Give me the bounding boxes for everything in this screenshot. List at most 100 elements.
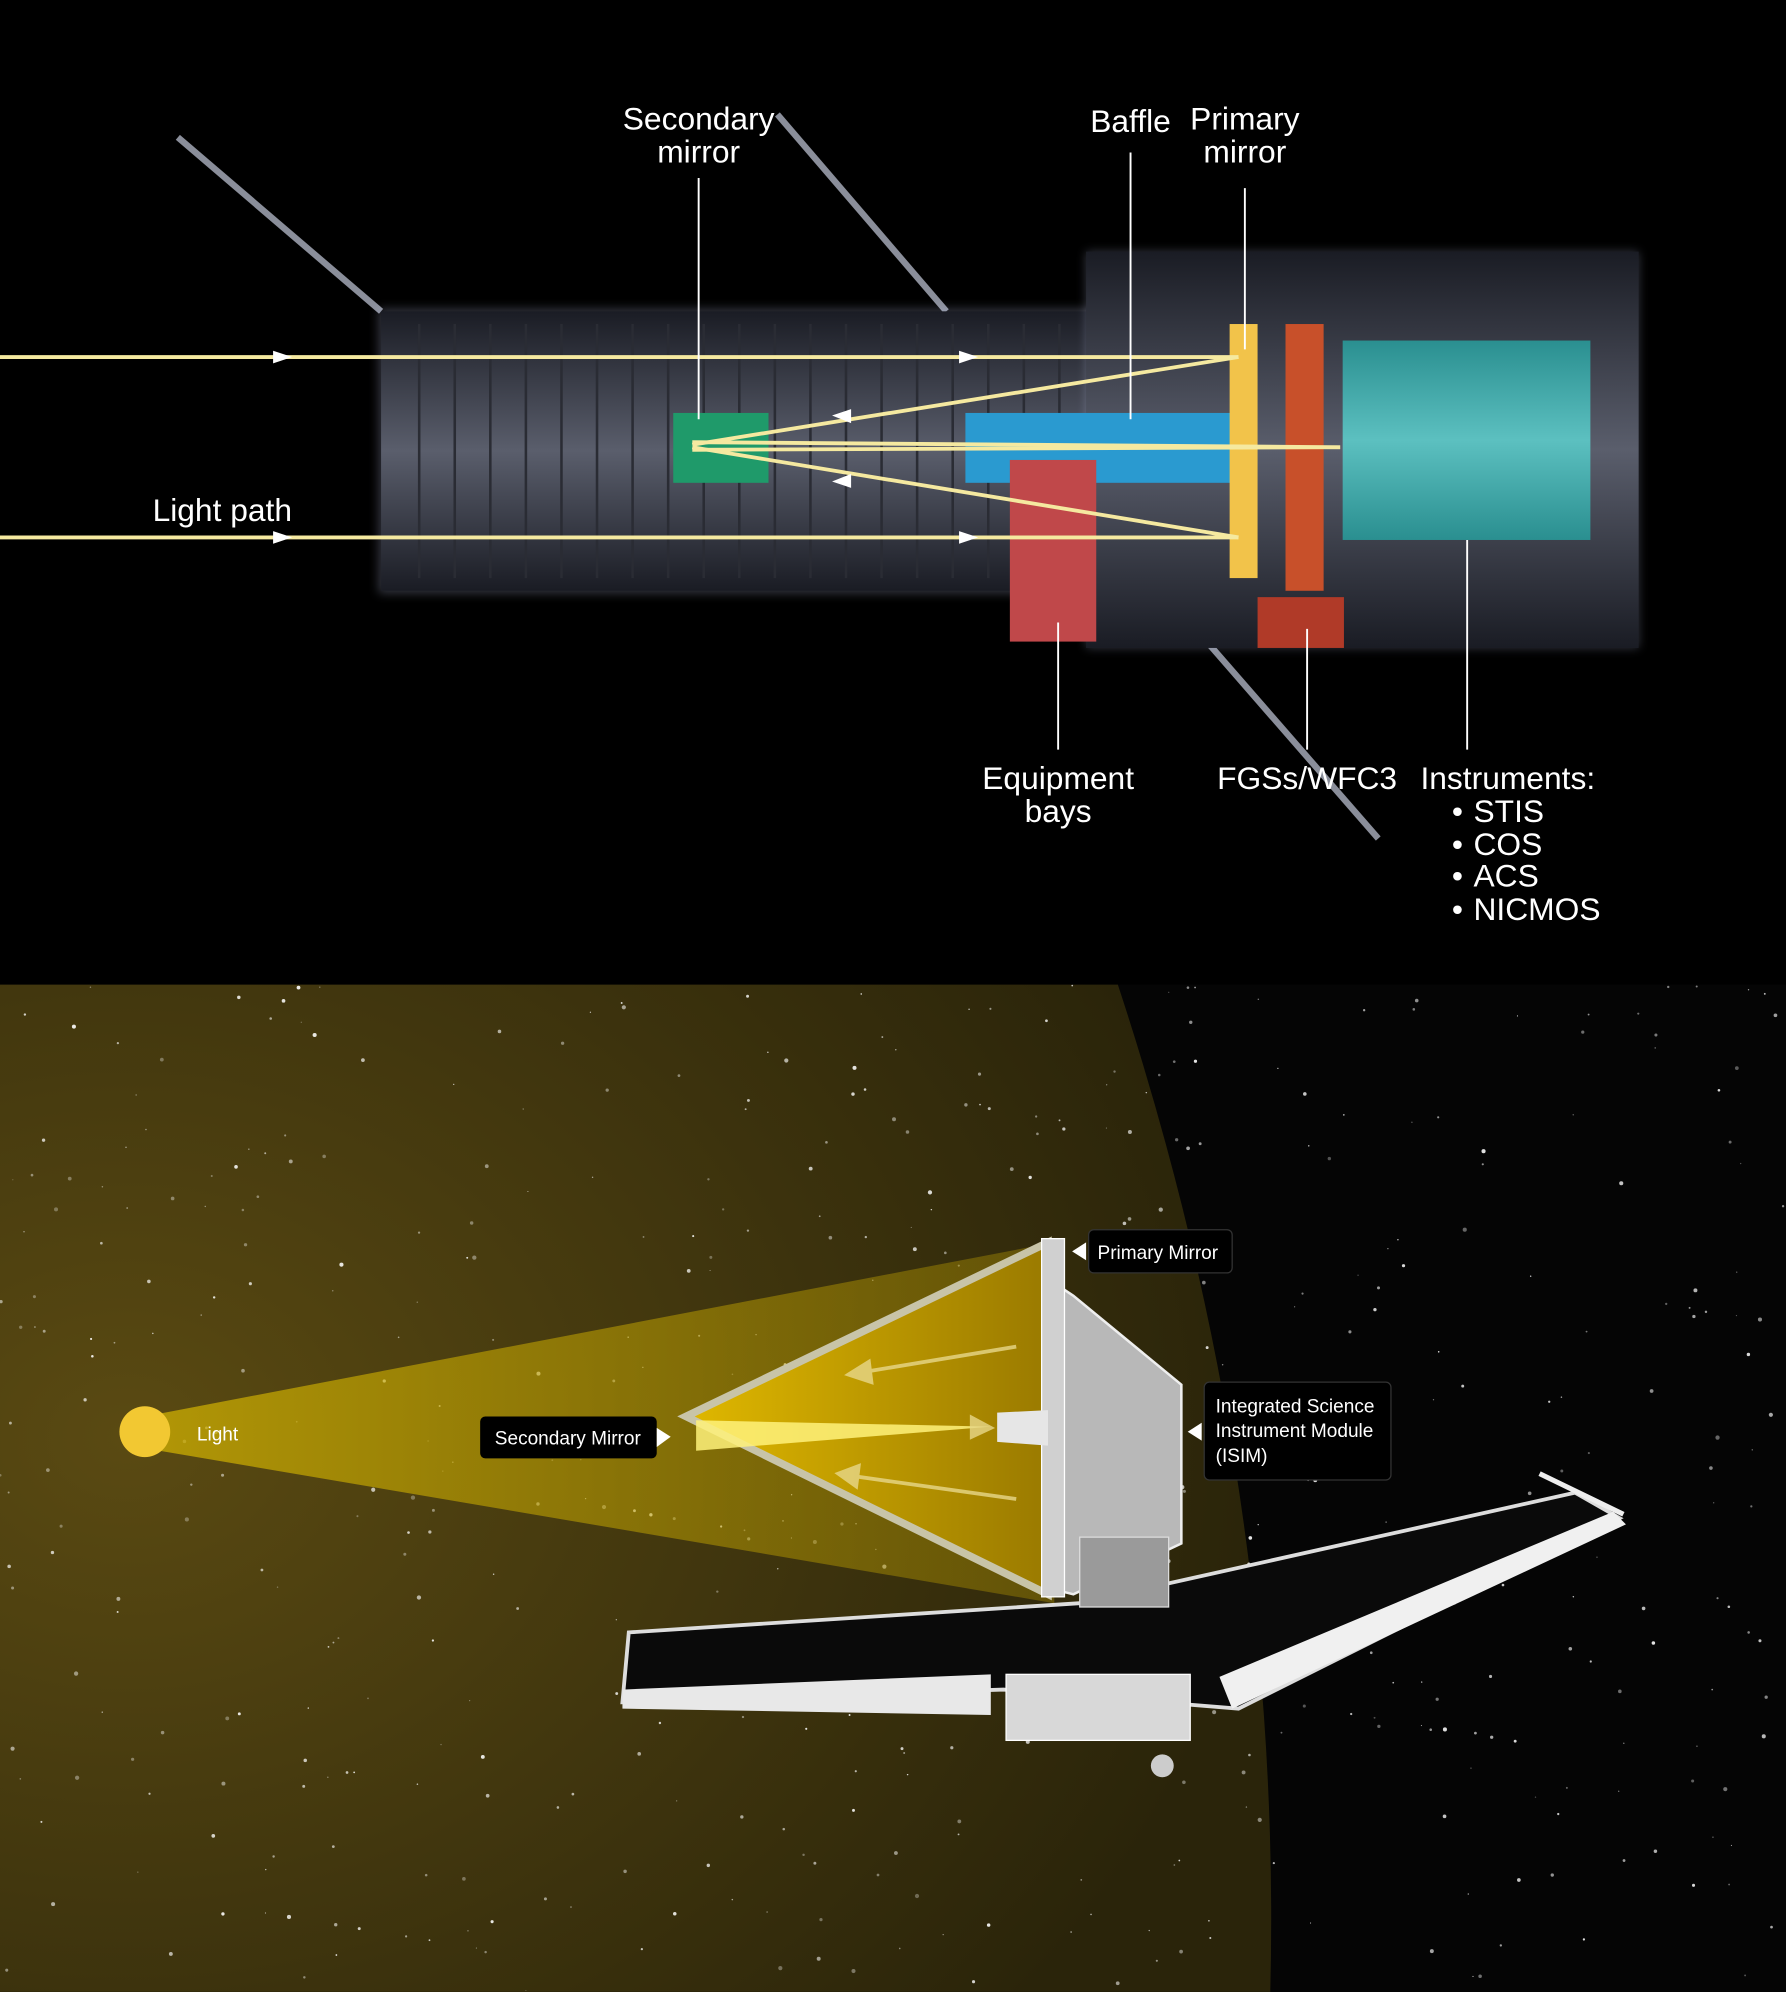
callout-primary-mirror: Primary Mirror xyxy=(1072,1229,1233,1274)
label-light-path: Light path xyxy=(153,492,292,528)
webb-light-arrows xyxy=(834,1344,1017,1501)
star xyxy=(1062,1127,1066,1131)
star xyxy=(407,1531,410,1534)
star xyxy=(272,1855,275,1858)
star xyxy=(462,1877,466,1881)
star xyxy=(472,1255,477,1260)
star xyxy=(1280,1731,1283,1734)
star xyxy=(813,1861,817,1865)
star xyxy=(19,1778,22,1780)
star xyxy=(32,1295,36,1299)
star xyxy=(367,1697,369,1700)
star xyxy=(677,1074,681,1078)
star xyxy=(466,1256,469,1259)
star xyxy=(621,1005,626,1010)
star xyxy=(1148,1929,1150,1932)
star xyxy=(100,1241,103,1245)
star xyxy=(7,1491,10,1494)
star xyxy=(1212,1710,1217,1715)
star xyxy=(431,1508,435,1512)
star xyxy=(1665,1302,1668,1306)
star xyxy=(1560,1469,1564,1473)
star xyxy=(942,1933,944,1936)
callout-secondary-mirror: Secondary Mirror xyxy=(480,1416,671,1459)
star xyxy=(1303,1092,1307,1096)
star xyxy=(221,1912,225,1916)
star xyxy=(1667,985,1670,989)
star xyxy=(1757,1317,1763,1322)
star xyxy=(1241,1770,1246,1775)
star xyxy=(53,1207,59,1212)
star xyxy=(12,1179,14,1181)
star xyxy=(1516,1015,1519,1017)
star xyxy=(397,1336,400,1339)
star xyxy=(778,1966,783,1971)
star xyxy=(1513,1739,1517,1743)
star xyxy=(848,1714,851,1716)
star xyxy=(1205,1346,1209,1350)
star xyxy=(1751,1449,1753,1451)
star xyxy=(260,1568,264,1572)
star xyxy=(1198,1142,1202,1146)
bullet-icon: • xyxy=(1452,858,1463,894)
star xyxy=(71,1024,76,1029)
star xyxy=(1727,1605,1731,1609)
star xyxy=(34,1326,36,1328)
star xyxy=(1735,1315,1738,1317)
star xyxy=(1572,1595,1575,1598)
star xyxy=(1401,1264,1406,1268)
star xyxy=(1145,1091,1148,1094)
star xyxy=(131,1757,135,1761)
star xyxy=(417,1231,421,1234)
star xyxy=(1045,1019,1048,1023)
star xyxy=(709,1269,711,1272)
star xyxy=(1736,1271,1738,1273)
star xyxy=(1618,1790,1620,1792)
star xyxy=(543,1897,547,1901)
label-light: Light xyxy=(197,1425,239,1446)
star xyxy=(361,1058,365,1063)
star xyxy=(284,1134,287,1137)
star xyxy=(1534,1796,1537,1798)
star xyxy=(74,1775,80,1780)
star xyxy=(1411,1121,1413,1124)
star xyxy=(642,1236,645,1238)
star xyxy=(692,1235,695,1238)
star xyxy=(1730,1844,1732,1846)
star xyxy=(1744,1974,1747,1977)
star xyxy=(1421,1681,1423,1683)
star xyxy=(522,1108,524,1110)
star xyxy=(296,985,301,990)
star xyxy=(1499,1944,1502,1947)
star xyxy=(428,1530,432,1534)
star xyxy=(777,1568,779,1570)
star xyxy=(912,1247,917,1252)
star xyxy=(73,1671,79,1676)
label-isim-2: Instrument Module xyxy=(1216,1421,1374,1442)
star xyxy=(1350,1712,1353,1716)
callout-isim: Integrated Science Instrument Module (IS… xyxy=(1187,1381,1392,1481)
star xyxy=(319,986,321,988)
star xyxy=(241,1208,245,1212)
star xyxy=(221,1473,225,1477)
label-primary-mirror-2: mirror xyxy=(1203,134,1286,170)
star xyxy=(950,1746,954,1750)
star xyxy=(1277,1067,1279,1070)
star xyxy=(1257,1817,1262,1823)
star xyxy=(1058,1119,1061,1122)
label-isim-1: Integrated Science xyxy=(1216,1397,1375,1418)
label-webb-primary-mirror: Primary Mirror xyxy=(1098,1243,1219,1264)
star xyxy=(1122,1221,1127,1226)
star xyxy=(469,1700,471,1702)
star xyxy=(1175,1138,1179,1142)
star xyxy=(731,1898,734,1901)
star xyxy=(1618,1689,1622,1694)
star xyxy=(1596,1556,1598,1558)
star xyxy=(1692,1314,1696,1319)
label-instrument-acs: ACS xyxy=(1474,858,1539,894)
star xyxy=(1781,1205,1785,1208)
star xyxy=(1182,1780,1186,1785)
star xyxy=(615,1692,619,1695)
star xyxy=(248,1282,252,1286)
